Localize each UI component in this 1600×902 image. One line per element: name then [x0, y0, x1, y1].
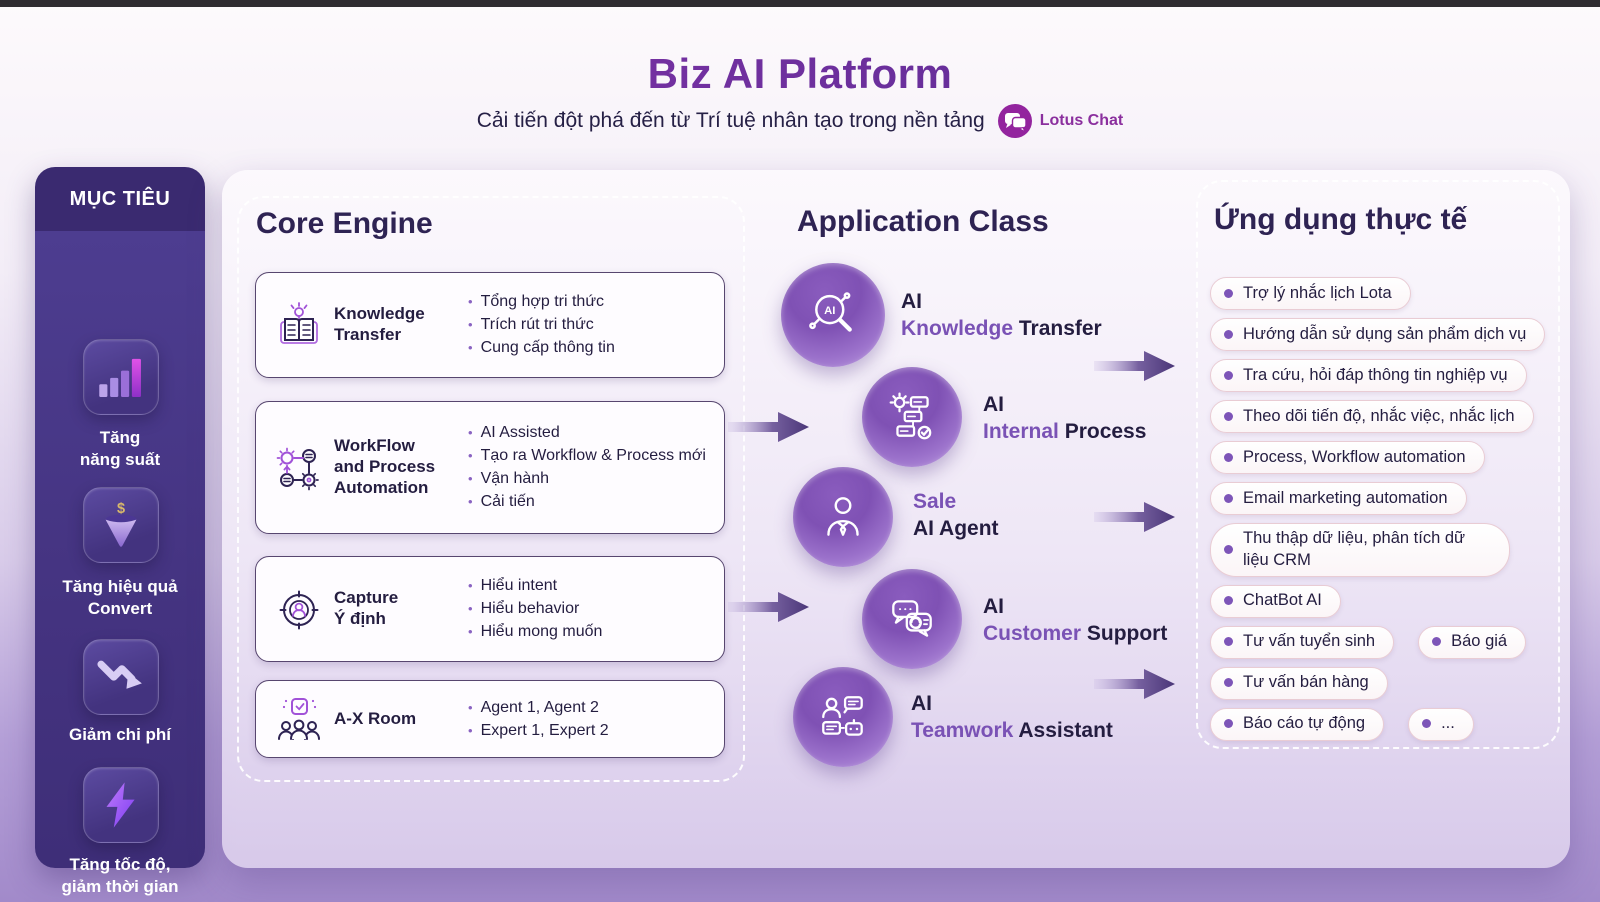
bullet-text: Expert 1, Expert 2	[480, 721, 609, 739]
app-label-teamwork-assistant: AI Teamwork Assistant	[911, 692, 1113, 742]
goals-sidebar-body: Tăng năng suất $ Tăng hiệu quả Convert G…	[35, 231, 205, 896]
target-person-icon	[270, 585, 328, 633]
workflow-gears-icon	[270, 444, 328, 492]
arrow-knowledge-to-apps	[1094, 351, 1175, 381]
card-ax-room: A-X Room Agent 1, Agent 2 Expert 1, Expe…	[255, 680, 725, 758]
core-engine-box	[237, 196, 745, 782]
core-engine-title: Core Engine	[256, 207, 433, 240]
application-pill: ChatBot AI	[1210, 584, 1341, 618]
app-label-customer-support: AI Customer Support	[983, 595, 1168, 645]
application-pill: Báo giá	[1418, 625, 1527, 659]
card-bullets: Agent 1, Agent 2 Expert 1, Expert 2	[454, 699, 710, 740]
top-border-bar	[0, 0, 1600, 7]
sales-person-icon	[793, 467, 893, 567]
application-pill: Trợ lý nhắc lịch Lota	[1210, 277, 1411, 310]
application-pill: Email marketing automation	[1210, 482, 1467, 515]
card-title: WorkFlow and Process Automation	[334, 436, 436, 497]
application-pill-more: ...	[1408, 707, 1474, 741]
card-capture-intent: Capture Ý định Hiểu intent Hiểu behavior…	[255, 556, 725, 662]
chat-headset-icon	[862, 569, 962, 669]
applications-box	[1196, 180, 1560, 749]
funnel-dollar-icon: $	[83, 487, 159, 563]
app-label-knowledge-transfer: AI Knowledge Transfer	[901, 290, 1102, 340]
arrow-teamwork-to-apps	[1094, 669, 1175, 699]
card-bullets: Tổng hợp tri thức Trích rút tri thức Cun…	[454, 293, 710, 357]
lotus-chat-wordmark: Lotus Chat	[1039, 112, 1124, 129]
bullet-text: Hiểu intent	[480, 577, 558, 594]
lightning-bolt-icon	[83, 767, 159, 843]
page-title: Biz AI Platform	[0, 50, 1600, 98]
application-class-title: Application Class	[797, 205, 1049, 238]
arrow-core-to-customer-support	[728, 592, 809, 622]
app-label-sale-agent: Sale AI Agent	[913, 490, 999, 540]
magnifier-ai-label: AI	[824, 305, 835, 317]
goal-label-cost: Giảm chi phí	[68, 725, 172, 744]
bullet-text: Tổng hợp tri thức	[480, 293, 605, 310]
goal-label-speed: Tăng tốc độ, giảm thời gian	[61, 855, 179, 897]
bullet-text: Trích rút tri thức	[480, 316, 594, 333]
funnel-dollar-symbol: $	[117, 501, 125, 517]
card-title: A-X Room	[334, 708, 417, 728]
application-pill: Báo cáo tự động	[1210, 707, 1385, 741]
teamwork-robot-icon	[793, 667, 893, 767]
lotus-chat-icon	[997, 103, 1033, 139]
application-pill: Tư vấn tuyển sinh	[1210, 625, 1395, 659]
application-pill: Tư vấn bán hàng	[1210, 666, 1388, 700]
goal-label-convert: Tăng hiệu quả Convert	[62, 577, 178, 619]
team-puzzle-icon	[270, 695, 328, 743]
card-workflow-automation: WorkFlow and Process Automation AI Assis…	[255, 401, 725, 534]
page-subtitle: Cải tiến đột phá đến từ Trí tuệ nhân tạo…	[476, 109, 985, 132]
applications-title: Ứng dụng thực tế	[1214, 203, 1468, 236]
goals-sidebar: MỤC TIÊU Tăng năng suất $ Tăng hiệu quả …	[35, 167, 205, 896]
downtrend-arrow-icon	[83, 639, 159, 715]
application-pill: Process, Workflow automation	[1210, 441, 1485, 474]
bar-chart-3d-icon	[83, 339, 159, 415]
goals-sidebar-title: MỤC TIÊU	[35, 167, 205, 231]
applications-pill-list: Trợ lý nhắc lịch Lota Hướng dẫn sử dụng …	[1210, 277, 1546, 741]
card-bullets: AI Assisted Tạo ra Workflow & Process mớ…	[454, 424, 710, 511]
process-flow-icon	[862, 367, 962, 467]
card-bullets: Hiểu intent Hiểu behavior Hiểu mong muốn	[454, 577, 710, 641]
bullet-text: Hiểu mong muốn	[480, 623, 603, 640]
bullet-text: Vận hành	[480, 470, 550, 487]
lotus-chat-logo: Lotus Chat	[997, 103, 1124, 139]
arrow-sale-to-apps	[1094, 502, 1175, 532]
bullet-text: AI Assisted	[480, 424, 560, 441]
arrow-core-to-internal-process	[728, 412, 809, 442]
ai-magnifier-icon: AI	[781, 263, 885, 367]
bullet-text: Cung cấp thông tin	[480, 339, 615, 356]
bullet-text: Cải tiến	[480, 493, 535, 510]
application-pill: Theo dõi tiến độ, nhắc việc, nhắc lịch	[1210, 400, 1534, 433]
book-lightbulb-icon	[270, 301, 328, 349]
card-title: Capture Ý định	[334, 588, 399, 628]
application-pill: Thu thập dữ liệu, phân tích dữ liệu CRM	[1210, 523, 1510, 577]
app-label-internal-process: AI Internal Process	[983, 393, 1147, 443]
application-pill: Hướng dẫn sử dụng sản phẩm dịch vụ	[1210, 318, 1546, 351]
bullet-text: Agent 1, Agent 2	[480, 698, 599, 716]
bullet-text: Tạo ra Workflow & Process mới	[480, 447, 706, 464]
bullet-text: Hiểu behavior	[480, 600, 580, 617]
application-pill: Tra cứu, hỏi đáp thông tin nghiệp vụ	[1210, 359, 1527, 392]
card-title: Knowledge Transfer	[334, 304, 425, 344]
goal-label-productivity: Tăng năng suất	[79, 428, 161, 470]
card-knowledge-transfer: Knowledge Transfer Tổng hợp tri thức Trí…	[255, 272, 725, 378]
subtitle-row: Cải tiến đột phá đến từ Trí tuệ nhân tạo…	[0, 103, 1600, 139]
